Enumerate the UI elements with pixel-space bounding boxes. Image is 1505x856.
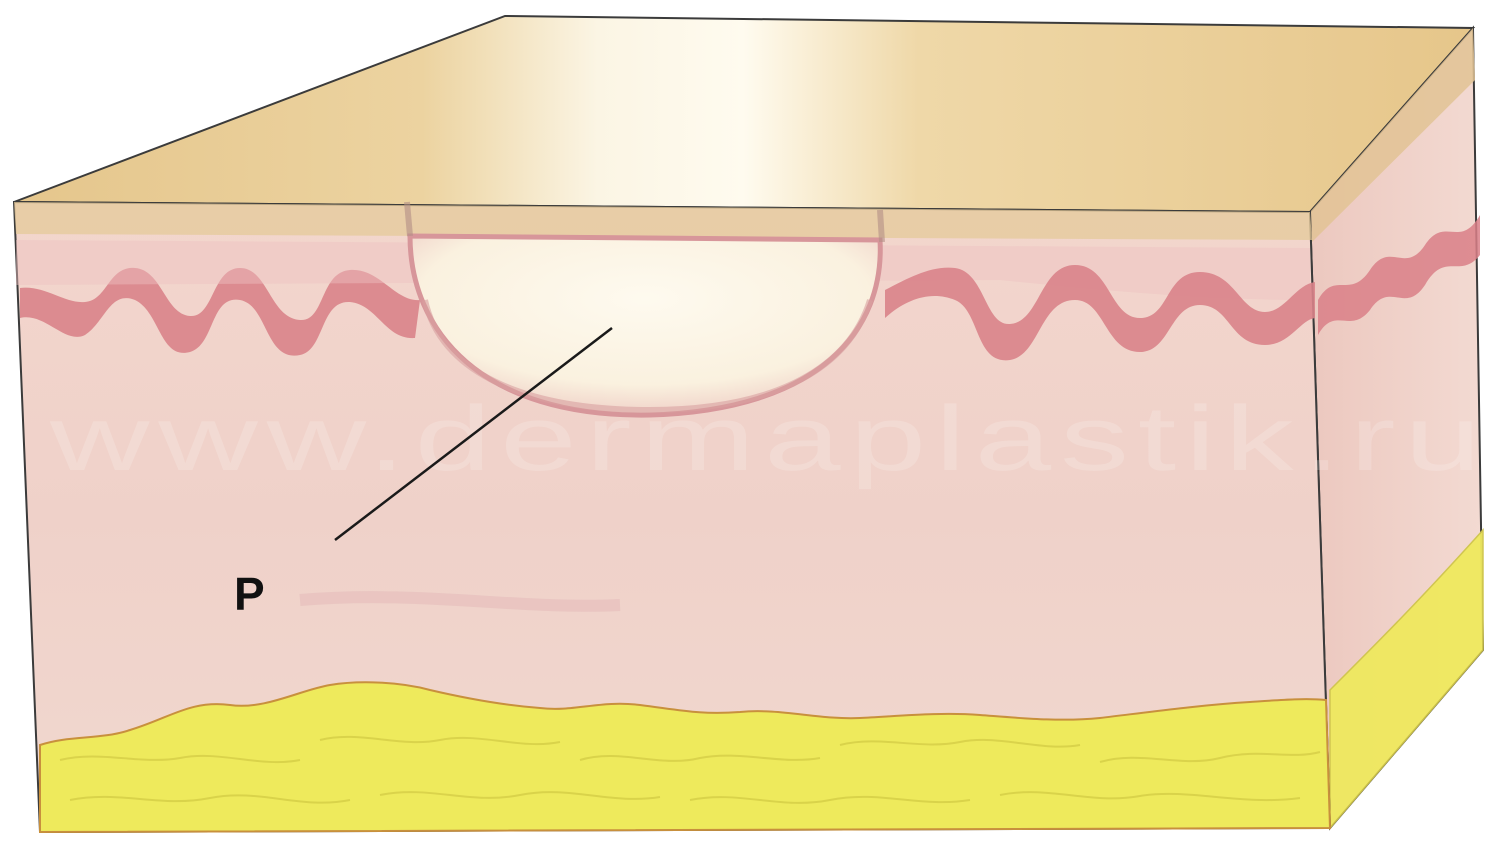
- top-surface: [14, 16, 1473, 212]
- watermark-text: www.dermaplastik.ru: [49, 388, 1490, 490]
- label-p: P: [234, 568, 265, 620]
